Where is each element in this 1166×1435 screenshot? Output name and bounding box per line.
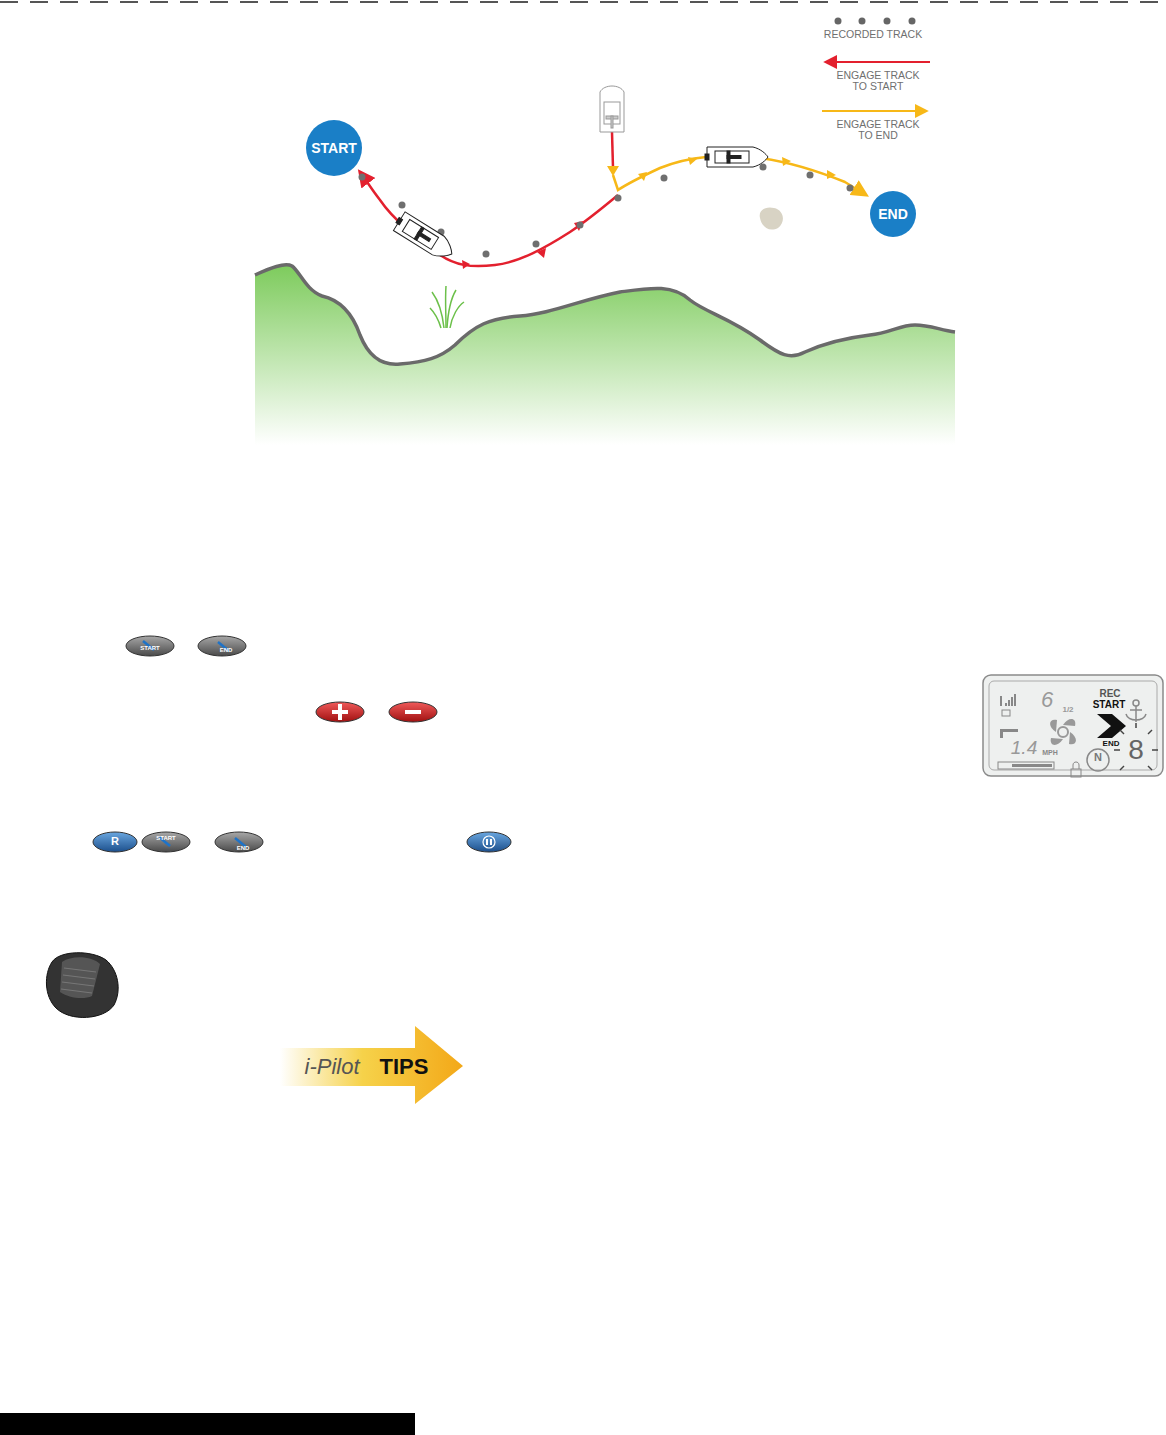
lcd-text: 1/2 bbox=[1062, 706, 1073, 714]
lcd-text: REC bbox=[1099, 689, 1120, 700]
waypoint-circle: END bbox=[870, 191, 916, 237]
tips-logo: i-Pilot bbox=[304, 1055, 359, 1078]
button-label: START bbox=[140, 645, 160, 651]
legend-text: RECORDED TRACK bbox=[813, 29, 933, 40]
waypoint-label: END bbox=[878, 206, 908, 222]
lcd-digit: 8 bbox=[1128, 735, 1144, 764]
lcd-text: END bbox=[1103, 740, 1120, 748]
waypoint-label: START bbox=[311, 140, 357, 156]
tips-logo: TIPS bbox=[380, 1055, 429, 1078]
button-label: END bbox=[237, 845, 250, 851]
lcd-text: N bbox=[1094, 752, 1102, 764]
lcd-digit: 6 bbox=[1041, 688, 1053, 711]
lcd-text: MPH bbox=[1042, 749, 1058, 756]
waypoint-circle: START bbox=[306, 120, 362, 176]
legend-text: ENGAGE TRACK TO START bbox=[828, 70, 928, 92]
lcd-digit: 1.4 bbox=[1011, 738, 1037, 758]
legend-text: ENGAGE TRACK TO END bbox=[828, 119, 928, 141]
button-label: END bbox=[220, 647, 233, 653]
lcd-text: START bbox=[1093, 700, 1126, 711]
button-label: START bbox=[156, 835, 176, 841]
button-label: R bbox=[111, 836, 119, 848]
